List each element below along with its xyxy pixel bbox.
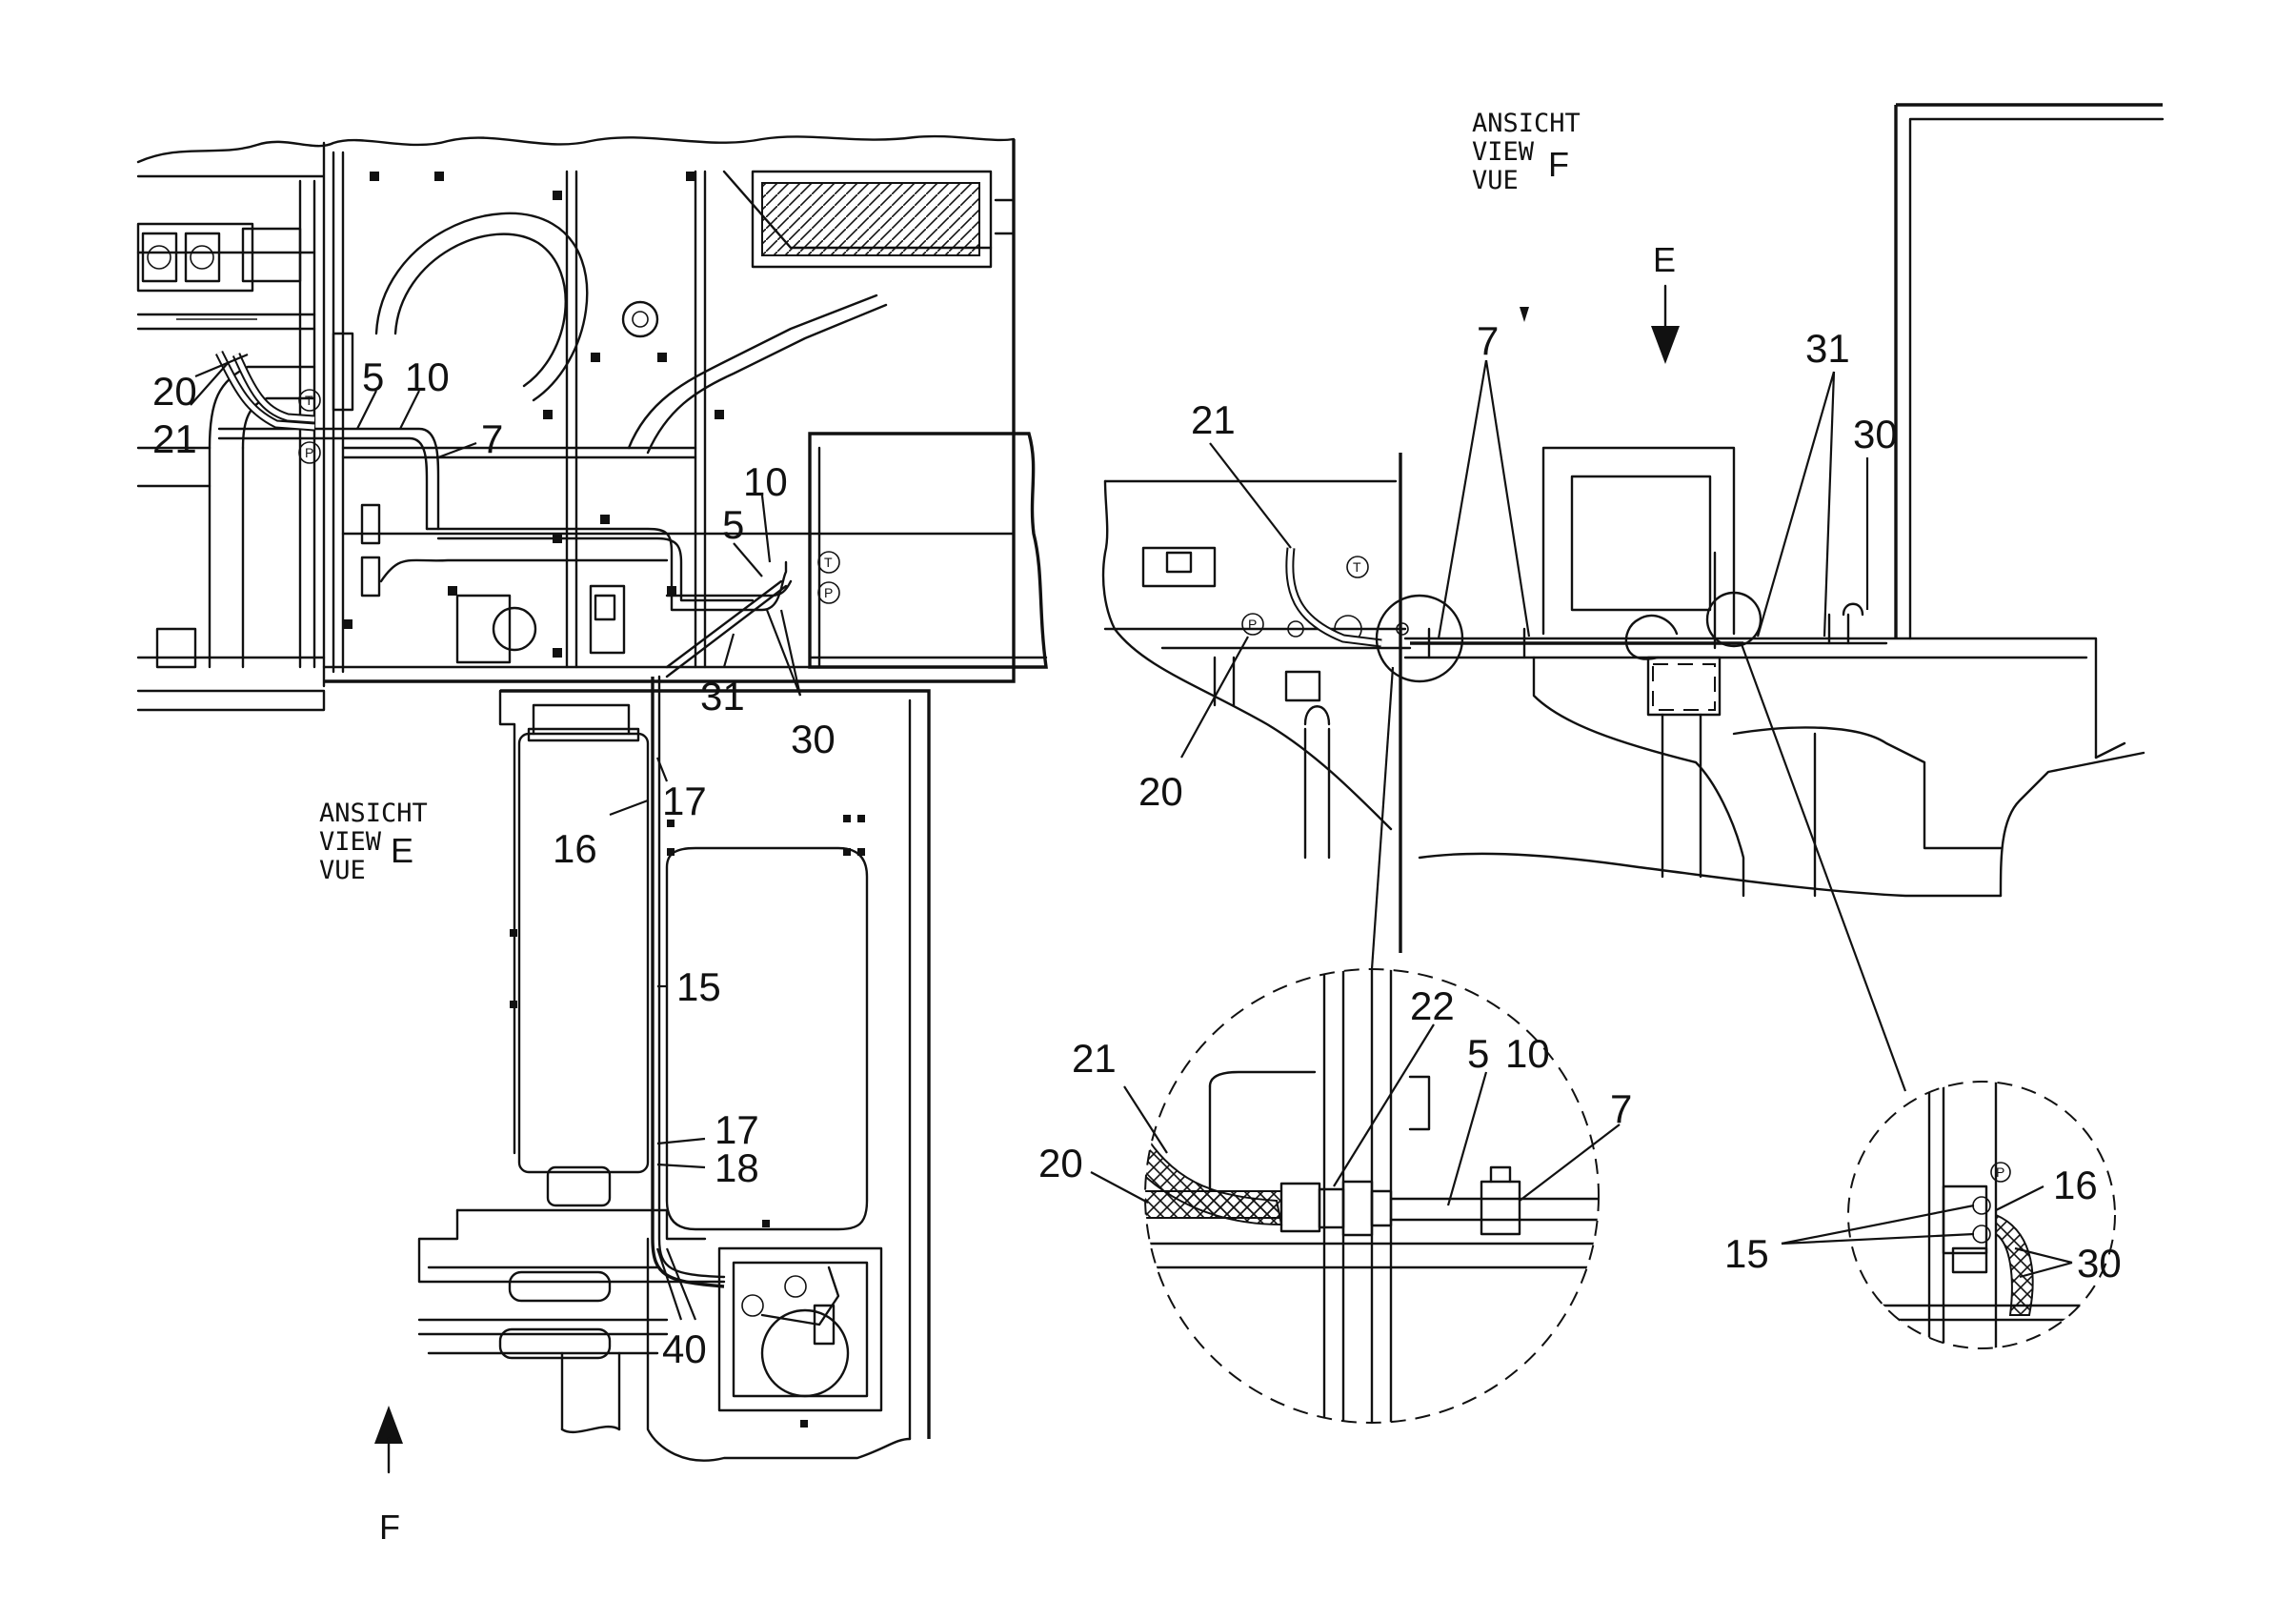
test-port-mark-side: T bbox=[1353, 559, 1361, 575]
pressure-port-mark-right: P bbox=[824, 585, 833, 600]
callout-left-7: 7 bbox=[481, 416, 503, 461]
arrow-e-letter: E bbox=[1653, 240, 1676, 279]
callout-right-31: 31 bbox=[1805, 326, 1850, 371]
detail-a-fitting-closeup: 21 20 22 5 10 7 bbox=[1038, 968, 1632, 1424]
callout-detail-a-5: 5 bbox=[1467, 1031, 1489, 1076]
view-e-line1: ANSICHT bbox=[319, 799, 428, 828]
callout-right-20: 20 bbox=[1138, 769, 1183, 814]
callout-left-30: 30 bbox=[791, 717, 836, 761]
view-f-line1: ANSICHT bbox=[1472, 109, 1581, 138]
callout-detail-a-22: 22 bbox=[1410, 983, 1455, 1028]
callout-left-21: 21 bbox=[152, 416, 197, 461]
callout-right-21: 21 bbox=[1191, 397, 1236, 442]
view-f-direction-arrow: F bbox=[374, 1406, 403, 1547]
arrow-f-letter: F bbox=[379, 1508, 400, 1547]
pressure-port-mark-side: P bbox=[1248, 617, 1257, 632]
callout-right-30: 30 bbox=[1853, 412, 1898, 456]
callout-detail-a-10: 10 bbox=[1505, 1031, 1550, 1076]
view-e-direction-arrow: E bbox=[1651, 240, 1680, 364]
view-f-line3: VUE bbox=[1472, 166, 1519, 195]
callout-left-20: 20 bbox=[152, 369, 197, 414]
detail-b-port-closeup: P 16 15 30 bbox=[1724, 1081, 2122, 1349]
left-view-drawing: T P T P bbox=[136, 134, 1048, 1547]
callout-left-10b: 10 bbox=[743, 459, 788, 504]
view-f-line2: VIEW bbox=[1472, 137, 1535, 167]
callout-right-7: 7 bbox=[1477, 318, 1499, 363]
callout-left-31: 31 bbox=[700, 674, 745, 719]
callout-detail-b-15: 15 bbox=[1724, 1231, 1769, 1276]
view-f-label: ANSICHT VIEW VUE F bbox=[1472, 109, 1581, 195]
callout-left-18: 18 bbox=[715, 1145, 759, 1190]
callout-detail-a-20: 20 bbox=[1038, 1141, 1083, 1185]
test-port-mark: T bbox=[305, 393, 313, 408]
callout-left-17a: 17 bbox=[662, 779, 707, 823]
test-port-mark-right: T bbox=[824, 555, 833, 570]
callout-left-16: 16 bbox=[553, 826, 597, 871]
callout-left-17b: 17 bbox=[715, 1107, 759, 1152]
view-e-line2: VIEW bbox=[319, 827, 382, 857]
callout-detail-b-16: 16 bbox=[2053, 1163, 2098, 1207]
callout-left-5b: 5 bbox=[722, 502, 744, 547]
callout-left-10a: 10 bbox=[405, 354, 450, 399]
view-e-line3: VUE bbox=[319, 856, 366, 885]
callout-detail-a-21: 21 bbox=[1072, 1036, 1117, 1081]
view-e-letter: E bbox=[391, 831, 413, 870]
pressure-port-mark: P bbox=[305, 445, 313, 460]
callout-detail-b-30: 30 bbox=[2077, 1241, 2122, 1286]
view-e-label: ANSICHT VIEW VUE E bbox=[319, 799, 428, 885]
pressure-port-mark-detail: P bbox=[1996, 1164, 2004, 1180]
callout-left-5a: 5 bbox=[362, 354, 384, 399]
callout-left-40: 40 bbox=[662, 1326, 707, 1371]
view-f-letter: F bbox=[1548, 145, 1569, 184]
right-view-drawing: P T 21 7 31 30 20 ANSICHT VIEW VUE F E bbox=[1101, 103, 2165, 1092]
callout-left-15: 15 bbox=[676, 964, 721, 1009]
callout-detail-a-7: 7 bbox=[1610, 1086, 1632, 1131]
